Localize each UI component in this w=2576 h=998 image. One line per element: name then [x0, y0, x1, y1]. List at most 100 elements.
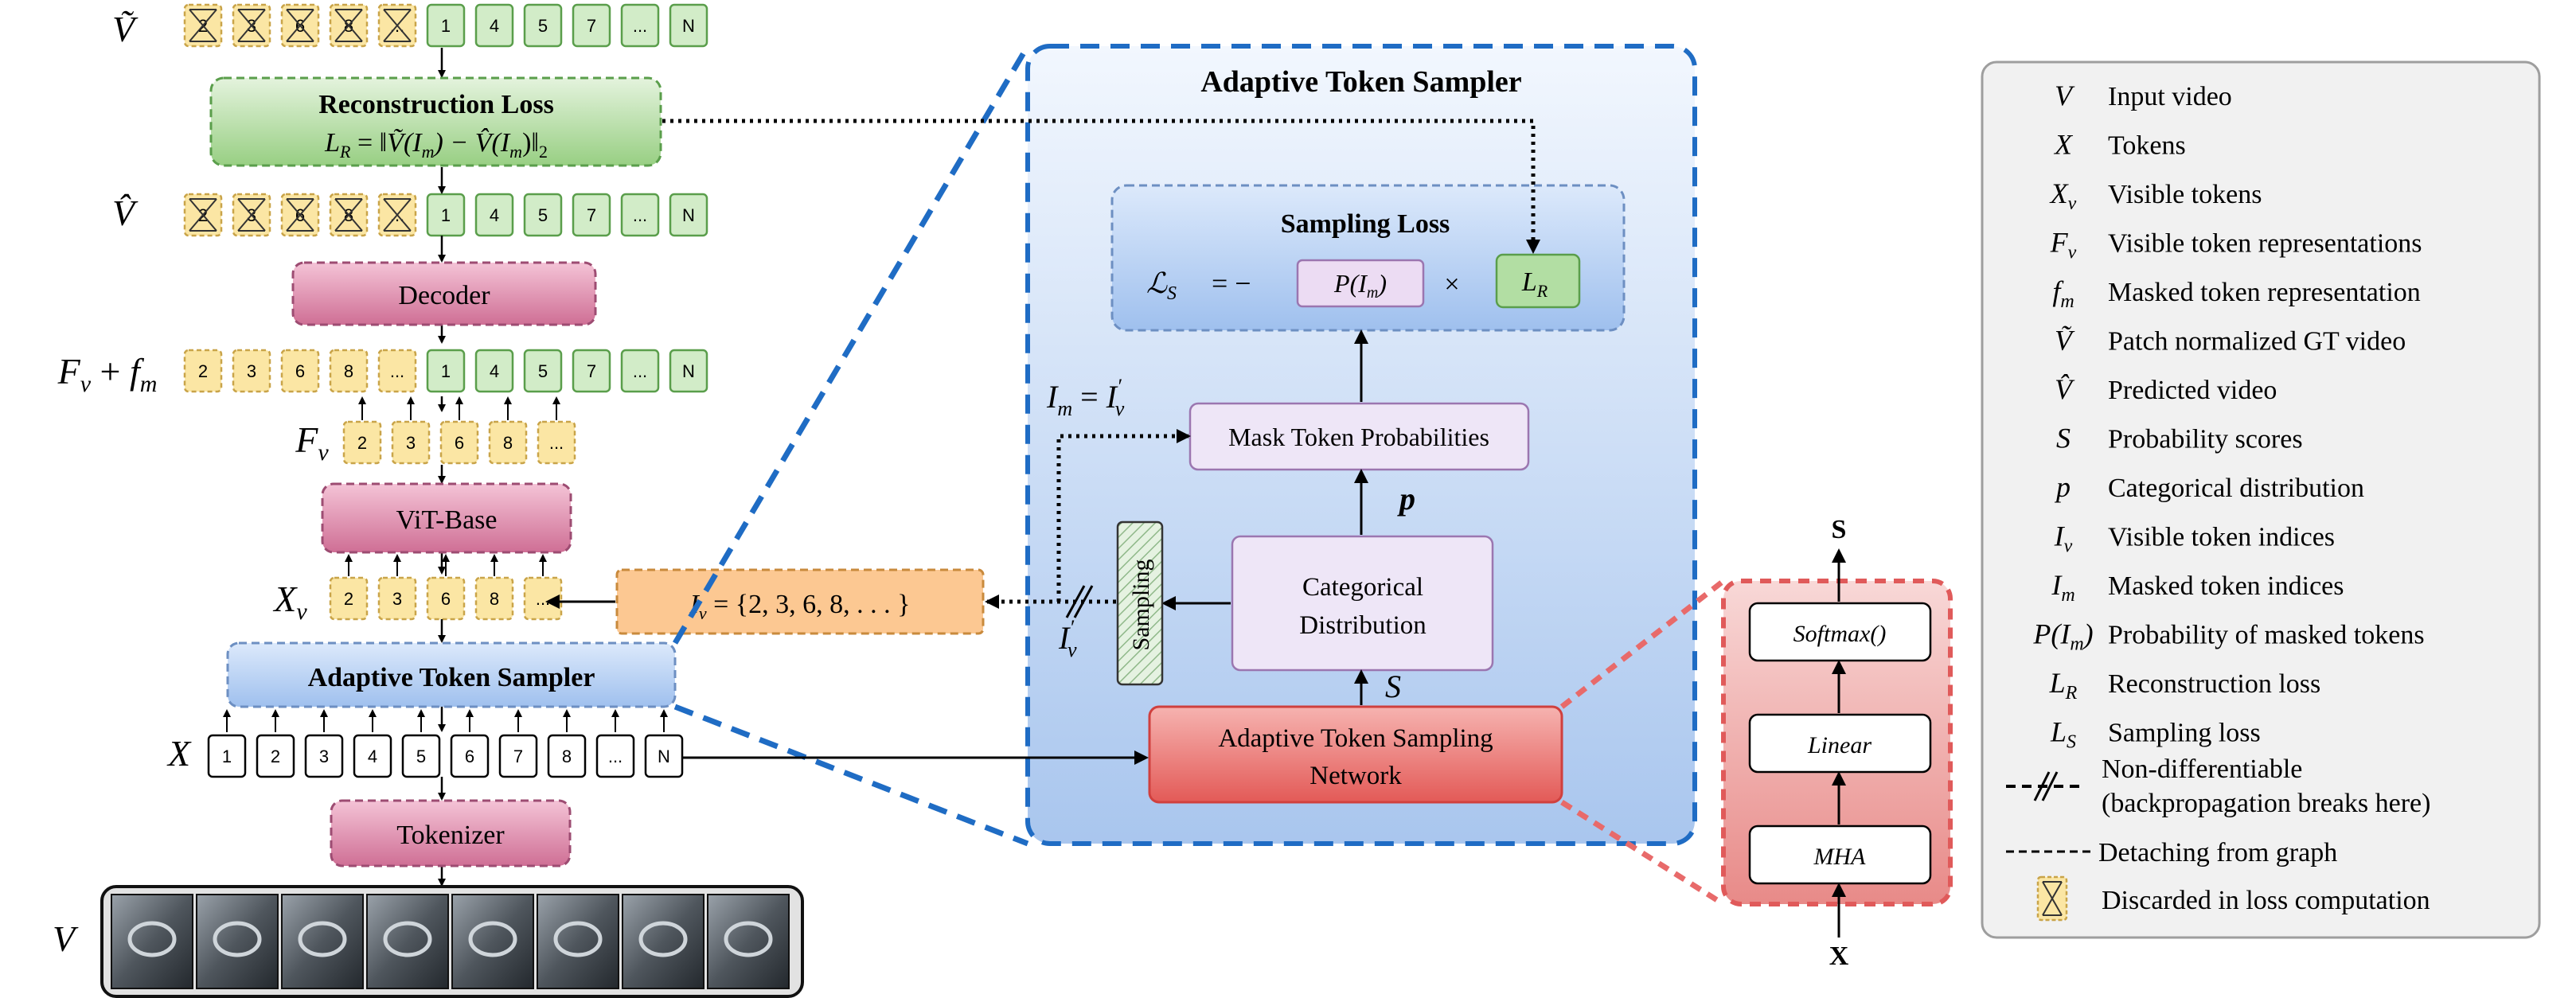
- legend-description: Categorical distribution: [2108, 474, 2364, 503]
- legend-description: Sampling loss: [2108, 719, 2261, 748]
- v-hat-row-token-label: 7: [587, 205, 596, 225]
- fvfm-row-token: 3: [232, 349, 271, 393]
- v-hat-row-token-label: 1: [441, 205, 451, 225]
- reconstruction-loss-box: Reconstruction Loss LR = ‖Ṽ(Im) − V̂(Im)…: [209, 76, 662, 167]
- video-frame: [281, 894, 364, 989]
- fv-row-token-label: 6: [455, 433, 464, 453]
- x-row-token: 6: [450, 734, 490, 778]
- xv-row-token-label: ...: [536, 589, 550, 609]
- linear-label: Linear: [1807, 732, 1872, 758]
- video-frame: [622, 894, 704, 989]
- network-s-out: S: [1832, 515, 1847, 544]
- video-frame: [451, 894, 534, 989]
- sampling-loss-title: Sampling Loss: [1281, 209, 1450, 239]
- legend-symbol: V̂: [2055, 373, 2075, 405]
- p-bold-label: p: [1397, 481, 1415, 517]
- legend-description: Probability of masked tokens: [2108, 621, 2425, 650]
- categorical-line2: Distribution: [1299, 611, 1427, 640]
- iv-set-label: Iv = {2, 3, 6, 8, . . . }: [689, 590, 911, 623]
- vit-base-box: ViT-Base: [321, 482, 572, 554]
- v-tilde-row-token: 2: [183, 3, 223, 48]
- x-row-token-label: 4: [368, 747, 377, 766]
- xv-row-token-label: 6: [441, 589, 451, 609]
- fvfm-row-token: ...: [377, 349, 417, 393]
- legend-detach-text: Detaching from graph: [2098, 838, 2337, 867]
- ats-label: Adaptive Token Sampler: [308, 663, 595, 692]
- v-hat-row-token: ...: [377, 193, 417, 237]
- v-hat-row-token: 8: [329, 193, 369, 237]
- legend-description: Predicted video: [2108, 376, 2277, 405]
- fvfm-row-token: 1: [426, 349, 466, 393]
- v-hat-row-token-label: 5: [538, 205, 548, 225]
- fvfm-row-token-label: N: [682, 361, 695, 381]
- legend-description: Patch normalized GT video: [2108, 327, 2406, 357]
- xv-row-token-label: 3: [392, 589, 402, 609]
- xv-row-token-label: 2: [344, 589, 353, 609]
- v-tilde-row-token-label: 1: [441, 16, 451, 36]
- v-hat-row-token: N: [669, 193, 708, 237]
- fvfm-row-token-label: 7: [587, 361, 596, 381]
- linear-block: Linear: [1748, 713, 1932, 774]
- legend-item: p Categorical distribution: [2054, 471, 2364, 503]
- fv-row-token: 6: [439, 420, 479, 465]
- atsn-line1: Adaptive Token Sampling: [1218, 724, 1493, 753]
- fvfm-row-token-label: 8: [344, 361, 353, 381]
- legend-symbol: p: [2054, 471, 2071, 503]
- v-tilde-row-token-label: 4: [490, 16, 499, 36]
- x-row-token: 8: [547, 734, 587, 778]
- legend-detach: Detaching from graph: [2006, 838, 2337, 867]
- fvfm-row-token-label: 3: [247, 361, 256, 381]
- xv-row-token: 3: [377, 576, 417, 621]
- legend-symbol: P(Im): [2032, 618, 2093, 655]
- x-row-token: N: [644, 734, 684, 778]
- video-frame: [196, 894, 279, 989]
- legend-symbol: S: [2056, 423, 2071, 454]
- fvfm-row-token-label: 1: [441, 361, 451, 381]
- v-tilde-row-token-label: N: [682, 16, 695, 36]
- legend-nondiff-line1: Non-differentiable: [2102, 754, 2302, 784]
- legend-nondiff-line2: (backpropagation breaks here): [2102, 789, 2430, 818]
- legend-description: Probability scores: [2108, 425, 2303, 454]
- fvfm-row-token-label: 4: [490, 361, 499, 381]
- v-tilde-row-token: 1: [426, 3, 466, 48]
- fvfm-row-token: 5: [523, 349, 563, 393]
- xv-row-token: ...: [523, 576, 563, 621]
- video-frame: [111, 894, 193, 989]
- x-row-token: 7: [498, 734, 538, 778]
- legend-item: S Probability scores: [2056, 423, 2303, 454]
- eq-minus: = −: [1212, 267, 1251, 299]
- v-tilde-row-token: ...: [377, 3, 417, 48]
- v-tilde-row-token: 4: [474, 3, 514, 48]
- x-row-token-label: ...: [608, 747, 623, 766]
- xv-row-token: 2: [329, 576, 369, 621]
- v-hat-row-token: 1: [426, 193, 466, 237]
- xv-label: Xv: [272, 579, 307, 625]
- v-hat-row-token: 6: [280, 193, 320, 237]
- x-row-token-label: 1: [222, 747, 232, 766]
- ats-panel-title: Adaptive Token Sampler: [1200, 65, 1521, 99]
- tokenizer-label: Tokenizer: [396, 821, 505, 850]
- decoder-label: Decoder: [398, 281, 490, 310]
- p-im-label: P(Im): [1333, 269, 1387, 302]
- fvfm-row-token-label: ...: [633, 361, 647, 381]
- fvfm-row-token: 4: [474, 349, 514, 393]
- legend-description: Masked token representation: [2108, 278, 2421, 307]
- reconstruction-loss-formula: LR = ‖Ṽ(Im) − V̂(Im)‖2: [324, 127, 548, 162]
- video-frame: [537, 894, 619, 989]
- v-label: V: [53, 918, 79, 959]
- mask-token-probabilities-label: Mask Token Probabilities: [1228, 423, 1489, 451]
- softmax-label: Softmax(): [1793, 621, 1887, 647]
- fv-fm-label: Fv + fm: [57, 351, 158, 397]
- legend-box: [1981, 60, 2541, 939]
- categorical-distribution-box: Categorical Distribution: [1231, 535, 1494, 672]
- legend-description: Visible token indices: [2108, 523, 2335, 552]
- fv-row-token-label: ...: [549, 433, 564, 453]
- reconstruction-loss-title: Reconstruction Loss: [318, 90, 554, 119]
- x-row-token-label: N: [658, 747, 670, 766]
- v-hat-row-token: 2: [183, 193, 223, 237]
